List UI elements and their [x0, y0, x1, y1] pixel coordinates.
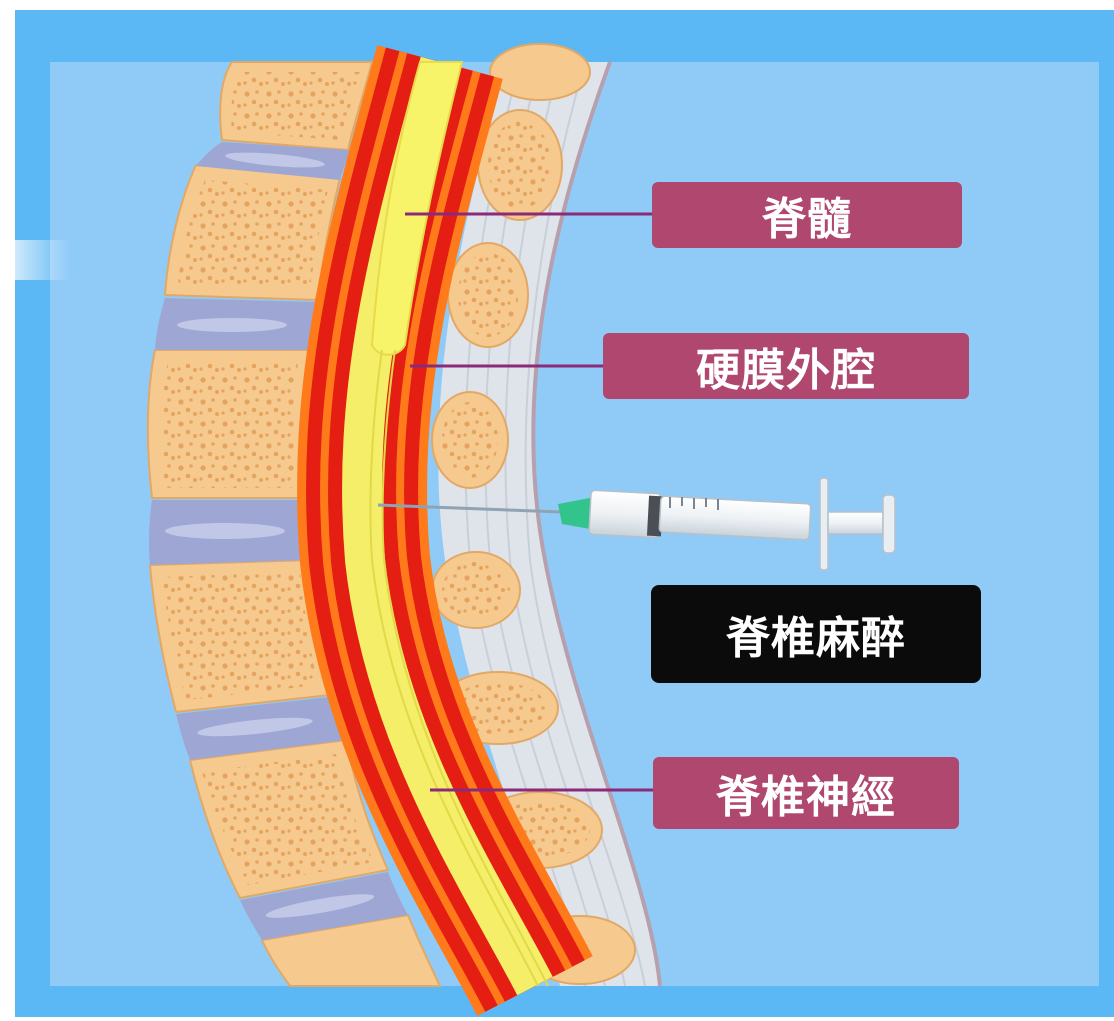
edge-artifact	[0, 240, 70, 280]
label-epidural-space: 硬膜外腔	[603, 333, 969, 399]
label-spinal-cord: 脊髓	[652, 182, 962, 248]
label-spinal-nerve: 脊椎神經	[653, 757, 959, 829]
label-spinal-anesthesia: 脊椎麻醉	[651, 585, 981, 683]
